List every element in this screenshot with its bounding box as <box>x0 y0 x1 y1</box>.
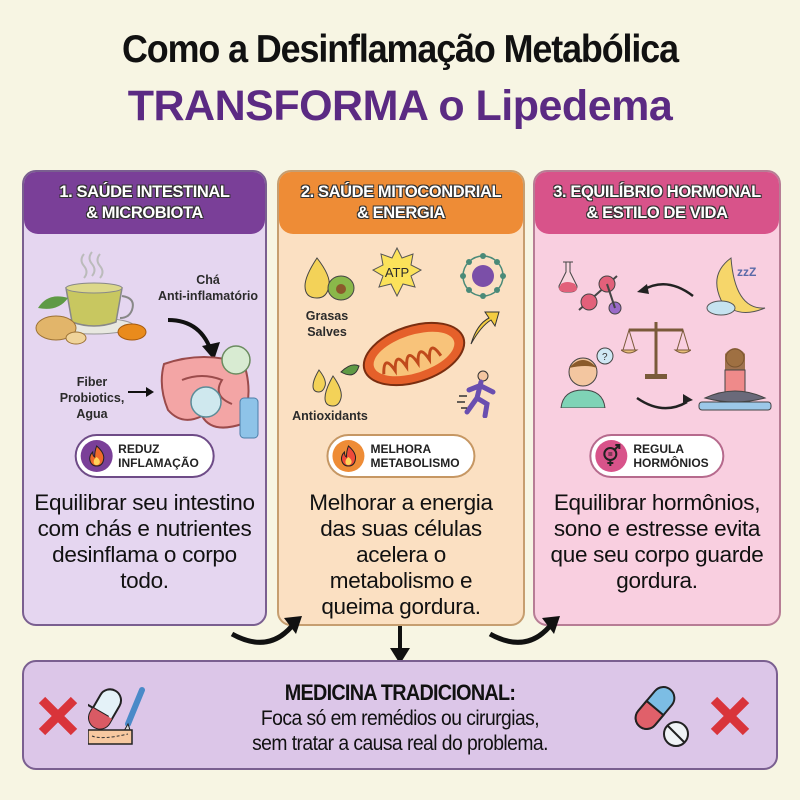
bottom-title: MEDICINA TRADICIONAL: <box>284 680 516 705</box>
card-header-line2: & ENERGIA <box>356 204 446 222</box>
right-arrow-icon <box>128 387 154 397</box>
card-header-line2: & ESTILO DE VIDA <box>586 204 728 222</box>
svg-text:zzZ: zzZ <box>737 265 756 279</box>
mitochondria-icon <box>362 321 466 387</box>
gender-hormone-icon <box>595 440 628 472</box>
pill-scalpel-icon <box>88 687 145 745</box>
left-arrow-icon <box>637 283 694 297</box>
antioxidants-label: Antioxidants <box>292 409 368 423</box>
flame-icon <box>80 440 113 472</box>
card-header-line1: 1. SAÚDE INTESTINAL <box>59 183 230 201</box>
atp-sun-icon <box>371 246 423 298</box>
card-header-line1: 3. EQUILÍBRIO HORMONAL <box>553 183 761 201</box>
flame-icon <box>332 440 365 472</box>
bottom-text: Foca só em remédios ou cirurgias, sem tr… <box>54 706 746 756</box>
right-arrow-icon <box>636 394 693 410</box>
arrow-card2-to-bottom <box>390 626 410 664</box>
badge-line2: HORMÔNIOS <box>633 456 709 470</box>
card-description: Equilibrar seu intestino com chás e nutr… <box>34 490 255 593</box>
curved-arrow-icon <box>167 318 220 360</box>
atp-label: ATP <box>384 265 410 280</box>
badge-line1: REDUZ <box>118 442 160 456</box>
svg-text:?: ? <box>602 352 608 363</box>
hormone-flask-icon <box>558 261 622 315</box>
card-hormonal-balance: 3. EQUILÍBRIO HORMONAL & ESTILO DE VIDA z… <box>533 170 781 626</box>
badge-line1: REGULA <box>633 442 684 456</box>
page-title-line2: TRANSFORMA o Lipedema <box>127 82 673 130</box>
card-header: 1. SAÚDE INTESTINAL & MICROBIOTA <box>24 172 265 234</box>
card-description: Equilibrar hormônios, sono e estresse ev… <box>550 490 764 593</box>
up-arrow-icon <box>470 311 500 345</box>
pills-icon <box>634 686 689 747</box>
card-description: Melhorar a energia das suas células acel… <box>309 490 493 619</box>
balance-scale-icon <box>621 322 691 379</box>
page-title-line1: Como a Desinflamação Metabólica <box>122 28 679 71</box>
tea-cup-icon <box>35 251 147 345</box>
card-header: 2. SAÚDE MITOCONDRIAL & ENERGIA <box>279 172 523 234</box>
oil-drop-avocado-icon <box>304 257 355 301</box>
bottom-line1: Foca só em remédios ou cirurgias, <box>260 707 540 730</box>
card-header-line2: & MICROBIOTA <box>86 204 203 222</box>
moon-sleep-icon: zzZ <box>706 257 766 316</box>
meditation-icon <box>698 348 772 411</box>
hormonal-illustration: zzZ ? <box>535 234 779 434</box>
badge-line1: MELHORA <box>370 442 432 456</box>
running-person-icon <box>457 370 496 418</box>
oil-drops-leaf-icon <box>312 364 360 407</box>
card-mitochondrial-health: 2. SAÚDE MITOCONDRIAL & ENERGIA ATP Grasa… <box>277 170 525 626</box>
card-header-line1: 2. SAÚDE MITOCONDRIAL <box>300 183 502 201</box>
badge-line2: METABOLISMO <box>370 456 460 470</box>
traditional-medicine-box: MEDICINA TRADICIONAL: Foca só em remédio… <box>22 660 778 770</box>
cross-icon <box>710 696 750 736</box>
card-header: 3. EQUILÍBRIO HORMONAL & ESTILO DE VIDA <box>535 172 779 234</box>
intestine-icon <box>160 345 259 439</box>
stressed-person-icon: ? <box>560 347 614 408</box>
cross-icon <box>38 696 78 736</box>
badge-line2: INFLAMAÇÃO <box>118 456 199 470</box>
bottom-line2: sem tratar a causa real do problema. <box>252 732 548 755</box>
molecule-icon <box>460 253 506 299</box>
